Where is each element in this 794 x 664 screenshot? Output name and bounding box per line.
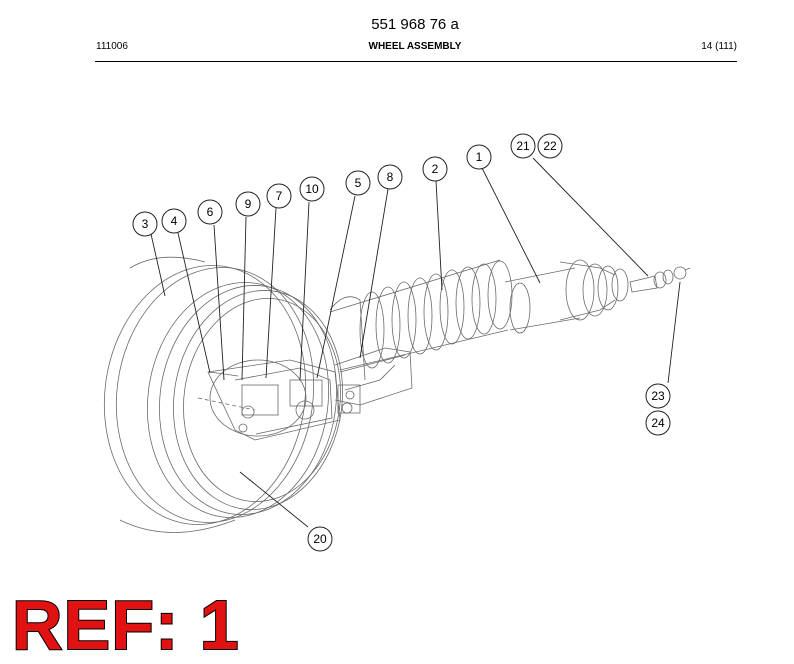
callout-20: 20 xyxy=(307,526,333,552)
idler-wheel xyxy=(103,256,343,533)
page-title: WHEEL ASSEMBLY xyxy=(368,41,462,52)
svg-text:6: 6 xyxy=(207,205,214,219)
leader-lines xyxy=(150,157,681,528)
tension-cylinder xyxy=(504,259,629,334)
page-number: 14 (111) xyxy=(701,41,737,52)
callout-1: 1 xyxy=(466,144,492,170)
yoke xyxy=(334,347,413,414)
callout-8: 8 xyxy=(377,164,403,190)
callout-4: 4 xyxy=(161,208,187,234)
callout-24: 24 xyxy=(645,410,671,436)
svg-text:21: 21 xyxy=(516,139,530,153)
callout-10: 10 xyxy=(299,176,325,202)
document-number: 551 968 76 a xyxy=(371,16,459,33)
svg-text:5: 5 xyxy=(355,176,362,190)
callout-21: 21 xyxy=(510,133,536,159)
ref-label: REF: 1 xyxy=(11,586,240,664)
grease-fitting xyxy=(629,266,691,293)
header-rule xyxy=(95,61,737,62)
svg-text:2: 2 xyxy=(432,162,439,176)
svg-text:9: 9 xyxy=(245,197,252,211)
hub-bracket xyxy=(207,359,341,441)
drawing-line-art xyxy=(103,256,691,533)
svg-text:7: 7 xyxy=(276,189,283,203)
svg-text:8: 8 xyxy=(387,170,394,184)
svg-text:1: 1 xyxy=(476,150,483,164)
svg-text:23: 23 xyxy=(651,389,665,403)
callout-9: 9 xyxy=(235,191,261,217)
svg-text:20: 20 xyxy=(313,532,327,546)
svg-text:10: 10 xyxy=(305,182,319,196)
callout-3: 3 xyxy=(132,211,158,237)
callouts: 1 2 3 4 5 6 7 8 xyxy=(132,133,671,552)
svg-text:22: 22 xyxy=(543,139,557,153)
svg-text:3: 3 xyxy=(142,217,149,231)
svg-text:24: 24 xyxy=(651,416,665,430)
callout-5: 5 xyxy=(345,170,371,196)
callout-2: 2 xyxy=(422,156,448,182)
recoil-spring xyxy=(329,259,513,381)
center-axis xyxy=(197,397,256,411)
callout-23: 23 xyxy=(645,383,671,409)
callout-22: 22 xyxy=(537,133,563,159)
svg-text:4: 4 xyxy=(171,214,178,228)
callout-6: 6 xyxy=(197,199,223,225)
header-code: 111006 xyxy=(96,41,128,52)
callout-7: 7 xyxy=(266,183,292,209)
